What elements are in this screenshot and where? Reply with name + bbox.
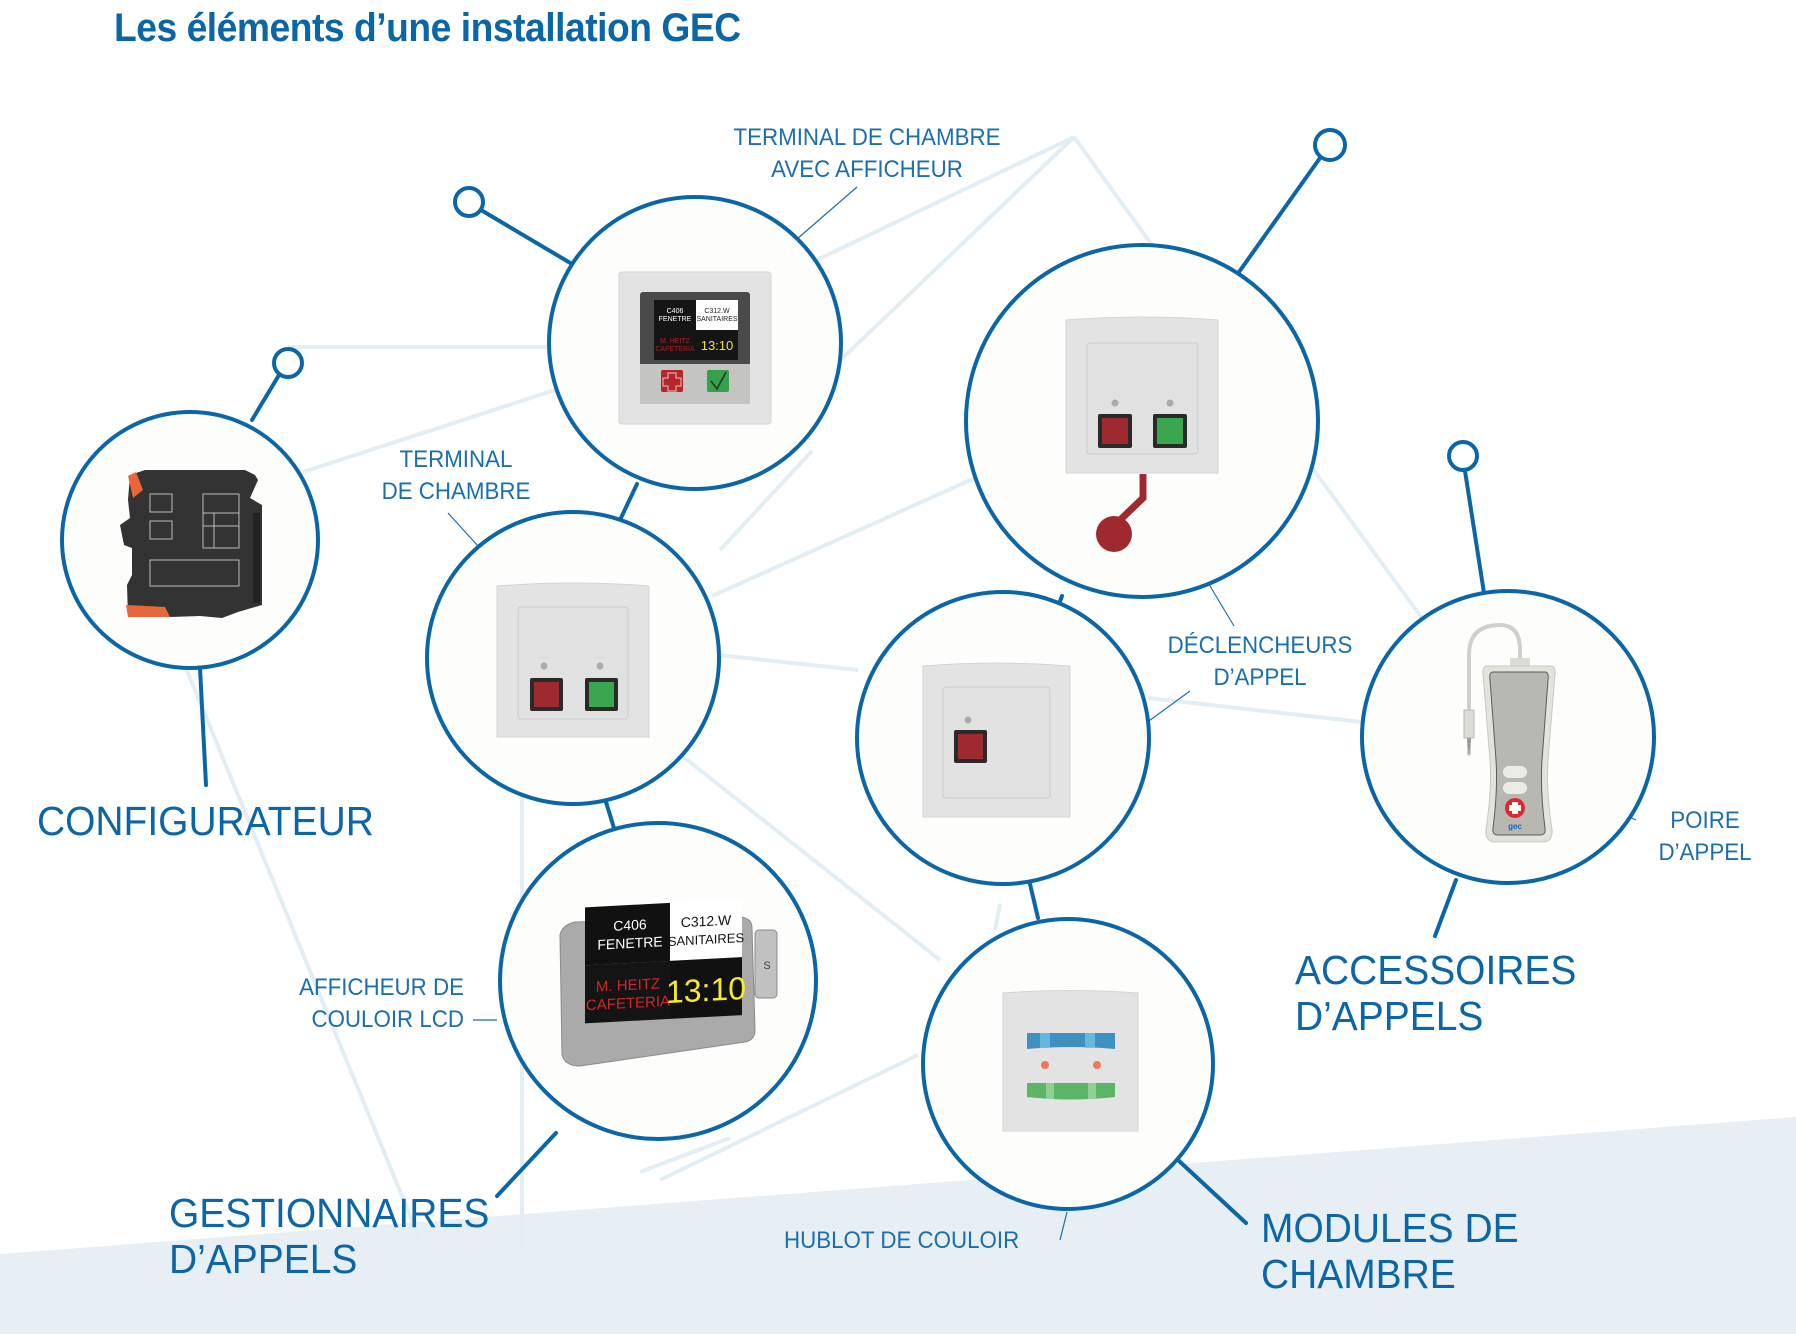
connector xyxy=(1176,1158,1248,1225)
node-dot xyxy=(1313,128,1347,162)
network-line xyxy=(799,135,1075,270)
call-pear-handset-icon: gec xyxy=(1463,622,1556,843)
node-dot xyxy=(453,186,485,218)
connector xyxy=(1433,878,1458,938)
label-afficheur-couloir: AFFICHEUR DE COULOIR LCD xyxy=(299,974,464,1033)
connector xyxy=(250,373,281,422)
category-configurateur: CONFIGURATEUR xyxy=(37,798,374,844)
lcd-side-key: S xyxy=(763,960,770,972)
leader-line xyxy=(1141,690,1191,727)
network-line xyxy=(718,449,814,552)
leader-line xyxy=(1206,580,1235,627)
corridor-lcd-display-icon: S C406 FENETRE C312.W SANITAIRES M. HEIT… xyxy=(559,899,778,1067)
network-line xyxy=(639,1136,731,1174)
leader-line xyxy=(796,186,858,240)
room-terminal-two-buttons-icon xyxy=(496,582,650,738)
node-dot xyxy=(1447,440,1479,472)
din-rail-module-icon xyxy=(120,470,262,618)
poire-brand: gec xyxy=(1508,822,1522,831)
leader-line xyxy=(447,512,479,547)
network-line xyxy=(993,903,1002,931)
mini-cell-3b: CAFETERIA xyxy=(655,346,695,353)
page-title: Les éléments d’une installation GEC xyxy=(114,6,741,50)
pull-cord-call-trigger-icon xyxy=(1065,316,1219,552)
connector xyxy=(495,1131,558,1198)
mini-cell-1a: C406 xyxy=(667,308,684,315)
connectors xyxy=(198,156,1486,1225)
network-line xyxy=(679,753,942,962)
label-declencheurs: DÉCLENCHEURS D’APPEL xyxy=(1167,632,1353,691)
connector xyxy=(1028,882,1040,920)
connector xyxy=(1237,156,1322,274)
network-line xyxy=(184,667,422,1241)
network-line xyxy=(711,476,976,598)
lcd-cell-2b: SANITAIRES xyxy=(668,930,745,949)
lcd-cell-1b: FENETRE xyxy=(597,933,662,952)
label-poire: POIRE D’APPEL xyxy=(1658,807,1752,866)
category-gestionnaires: GESTIONNAIRES D’APPELS xyxy=(169,1190,490,1282)
small-nodes xyxy=(272,128,1479,472)
node-dot xyxy=(272,347,304,379)
mini-cell-3a: M. HEITZ xyxy=(660,338,691,345)
category-accessoires: ACCESSOIRES D’APPELS xyxy=(1295,947,1577,1039)
network-line xyxy=(1308,463,1424,620)
leader-line xyxy=(1059,1211,1068,1241)
mini-cell-2b: SANITAIRES xyxy=(696,316,737,323)
lcd-cell-2a: C312.W xyxy=(681,912,732,931)
network-line xyxy=(828,135,1076,372)
network-line xyxy=(717,653,859,672)
network-line xyxy=(302,388,556,474)
connector xyxy=(479,208,574,266)
bottom-band xyxy=(0,1117,1796,1334)
single-call-button-icon xyxy=(922,662,1071,818)
check-icon xyxy=(710,371,727,391)
lcd-cell-3a: M. HEITZ xyxy=(596,975,660,995)
network-line xyxy=(659,1053,919,1182)
network-line xyxy=(1147,696,1363,724)
label-terminal-chambre: TERMINAL DE CHAMBRE xyxy=(381,446,531,505)
mini-cell-4: 13:10 xyxy=(701,338,734,353)
label-hublot: HUBLOT DE COULOIR xyxy=(784,1227,1020,1254)
room-terminal-display-icon: C406 FENETRE C312.W SANITAIRES M. HEITZ … xyxy=(618,271,772,425)
medical-cross-icon xyxy=(1509,802,1521,814)
connector xyxy=(618,482,639,522)
category-modules: MODULES DE CHAMBRE xyxy=(1261,1205,1519,1297)
lcd-cell-1a: C406 xyxy=(613,916,647,934)
mini-cell-1b: FENETRE xyxy=(659,316,692,323)
medical-cross-icon xyxy=(662,372,682,392)
lcd-cell-4: 13:10 xyxy=(666,970,746,1010)
connector xyxy=(1463,469,1486,595)
label-terminal-afficheur: TERMINAL DE CHAMBRE AVEC AFFICHEUR xyxy=(733,124,1001,183)
lcd-cell-3b: CAFETERIA xyxy=(586,993,670,1014)
connector xyxy=(198,666,208,787)
network-line xyxy=(1072,135,1154,247)
corridor-light-icon xyxy=(1002,990,1139,1132)
mini-cell-2a: C312.W xyxy=(704,308,730,315)
